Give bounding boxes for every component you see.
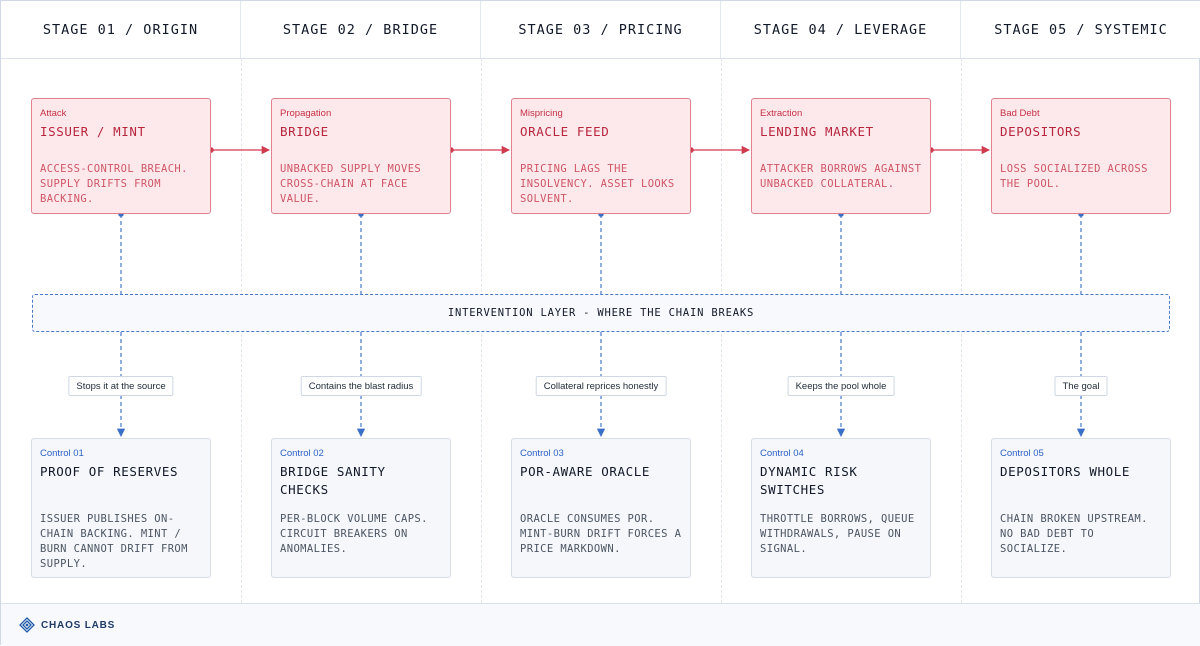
control-title: BRIDGE SANITY CHECKS	[280, 464, 386, 497]
control-tag: Control 02	[280, 448, 324, 459]
control-card-por-aware-oracle: Control 03 POR-AWARE ORACLE ORACLE CONSU…	[511, 438, 691, 578]
attack-title: ORACLE FEED	[520, 124, 610, 139]
outcome-badge: Stops it at the source	[68, 376, 174, 396]
control-description: PER-BLOCK VOLUME CAPS. CIRCUIT BREAKERS …	[280, 513, 428, 555]
stage-05-heading: STAGE 05 / SYSTEMIC	[994, 21, 1168, 38]
footer: CHAOS LABS	[1, 603, 1200, 646]
outcome-badge: The goal	[1054, 376, 1108, 396]
control-title: DYNAMIC RISK SWITCHES	[760, 464, 858, 497]
attack-title: ISSUER / MINT	[40, 124, 146, 139]
control-tag: Control 03	[520, 448, 564, 459]
attack-card-issuer-mint: Attack ISSUER / MINT ACCESS-CONTROL BREA…	[31, 98, 211, 214]
control-tag: Control 04	[760, 448, 804, 459]
attack-card-bridge: Propagation BRIDGE UNBACKED SUPPLY MOVES…	[271, 98, 451, 214]
outcome-badge: Keeps the pool whole	[787, 376, 895, 396]
attack-description: ACCESS-CONTROL BREACH. SUPPLY DRIFTS FRO…	[40, 163, 188, 205]
control-card-proof-of-reserves: Control 01 PROOF OF RESERVES ISSUER PUBL…	[31, 438, 211, 578]
intervention-layer: INTERVENTION LAYER - WHERE THE CHAIN BRE…	[32, 294, 1170, 332]
attack-tag: Attack	[40, 108, 67, 119]
attack-title: DEPOSITORS	[1000, 124, 1082, 139]
attack-title: LENDING MARKET	[760, 124, 874, 139]
control-tag: Control 01	[40, 448, 84, 459]
attack-tag: Propagation	[280, 108, 332, 119]
attack-tag: Mispricing	[520, 108, 563, 119]
control-description: ORACLE CONSUMES POR. MINT-BURN DRIFT FOR…	[520, 513, 682, 555]
attack-description: ATTACKER BORROWS AGAINST UNBACKED COLLAT…	[760, 163, 922, 190]
attack-description: PRICING LAGS THE INSOLVENCY. ASSET LOOKS…	[520, 163, 675, 205]
control-description: ISSUER PUBLISHES ON-CHAIN BACKING. MINT …	[40, 513, 188, 570]
stage-header: STAGE 01 / ORIGIN STAGE 02 / BRIDGE STAG…	[1, 1, 1200, 59]
control-title: POR-AWARE ORACLE	[520, 464, 651, 479]
outcome-badge: Contains the blast radius	[300, 376, 422, 396]
attack-description: UNBACKED SUPPLY MOVES CROSS-CHAIN AT FAC…	[280, 163, 422, 205]
control-card-dynamic-risk-switches: Control 04 DYNAMIC RISK SWITCHES THROTTL…	[751, 438, 931, 578]
stage-01-heading: STAGE 01 / ORIGIN	[1, 1, 241, 58]
control-card-depositors-whole: Control 05 DEPOSITORS WHOLE CHAIN BROKEN…	[991, 438, 1171, 578]
outcome-badge: Collateral reprices honestly	[535, 376, 667, 396]
attack-card-depositors: Bad Debt DEPOSITORS LOSS SOCIALIZED ACRO…	[991, 98, 1171, 214]
stage-02-heading: STAGE 02 / BRIDGE	[241, 1, 481, 58]
stage-04-heading: STAGE 04 / LEVERAGE	[721, 1, 961, 58]
attack-title: BRIDGE	[280, 124, 329, 139]
control-title: DEPOSITORS WHOLE	[1000, 464, 1131, 479]
attack-tag: Extraction	[760, 108, 803, 119]
brand-name: CHAOS LABS	[41, 619, 116, 631]
attack-card-oracle-feed: Mispricing ORACLE FEED PRICING LAGS THE …	[511, 98, 691, 214]
stage-03-heading: STAGE 03 / PRICING	[481, 1, 721, 58]
control-description: CHAIN BROKEN UPSTREAM. NO BAD DEBT TO SO…	[1000, 513, 1148, 555]
control-description: THROTTLE BORROWS, QUEUE WITHDRAWALS, PAU…	[760, 513, 915, 555]
brand-logo: CHAOS LABS	[19, 617, 115, 633]
control-card-bridge-sanity-checks: Control 02 BRIDGE SANITY CHECKS PER-BLOC…	[271, 438, 451, 578]
attack-description: LOSS SOCIALIZED ACROSS THE POOL.	[1000, 163, 1148, 190]
chaos-labs-logo-icon	[19, 617, 35, 633]
control-title: PROOF OF RESERVES	[40, 464, 179, 479]
attack-tag: Bad Debt	[1000, 108, 1040, 119]
attack-card-lending-market: Extraction LENDING MARKET ATTACKER BORRO…	[751, 98, 931, 214]
control-tag: Control 05	[1000, 448, 1044, 459]
